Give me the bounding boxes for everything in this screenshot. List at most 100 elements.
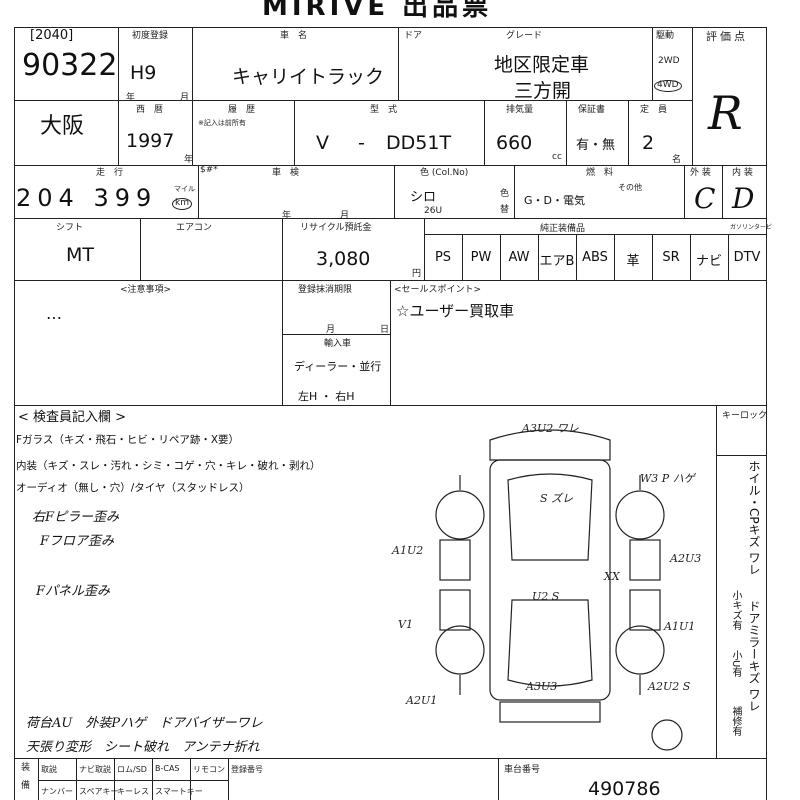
color: シロ xyxy=(410,190,437,205)
inspector-title: < 検査員記入欄 > xyxy=(18,410,127,425)
color-change-1: 色 xyxy=(500,189,510,199)
hand-note-2: Fフロア歪み xyxy=(40,534,115,549)
color-no: 26U xyxy=(424,206,443,216)
import-label: 輸入車 xyxy=(324,339,352,349)
warranty-label: 保証書 xyxy=(578,105,606,115)
inspection-month: 月 xyxy=(340,211,350,221)
mark-xx: XX xyxy=(604,570,620,583)
mile-unit: マイル xyxy=(174,185,195,193)
side-legend-5: 補修有 xyxy=(730,706,741,736)
interior-label: 内 装 xyxy=(732,168,753,178)
shift-label: シフト xyxy=(56,223,84,233)
meter-label: $#* xyxy=(200,165,218,175)
chassis-number: 490786 xyxy=(588,778,661,800)
equipment-item: ABS xyxy=(582,250,608,265)
footer-item: キーレス xyxy=(117,787,149,796)
mileage-label: 走 行 xyxy=(96,168,124,178)
delete-month: 月 xyxy=(326,325,336,335)
fuel-label: 燃 料 xyxy=(586,168,614,178)
displacement: 660 xyxy=(496,132,533,154)
color-change-2: 替 xyxy=(500,205,510,215)
equipment-item: エアB xyxy=(539,254,575,269)
displacement-label: 排気量 xyxy=(506,105,534,115)
hand-note-1: 右Fピラー歪み xyxy=(32,510,120,525)
equipment-item: PS xyxy=(434,250,452,265)
lot-number: 90322 xyxy=(22,48,118,83)
grade-line-2: 三方開 xyxy=(514,80,572,102)
footer-item: ナンバー xyxy=(41,787,73,796)
grade-line-1: 地区限定車 xyxy=(494,54,590,76)
reg-era: H9 xyxy=(130,62,157,84)
model-code: DD51T xyxy=(386,132,452,154)
footer-item: リモコン xyxy=(193,765,225,774)
form-title: MIRIVE 出品票 xyxy=(262,0,493,22)
gasoline-label: ガソリンタービ xyxy=(730,224,773,231)
inspector-line-1: Fガラス（キズ・飛石・ヒビ・リペア跡・X要） xyxy=(16,434,240,446)
side-legend-3: 小キズ有 xyxy=(730,590,741,630)
delete-label: 登録抹消期限 xyxy=(298,285,353,295)
history-note: ※記入は前所有 xyxy=(198,119,246,127)
capacity-label: 定 員 xyxy=(640,105,668,115)
mark-s-zure: S ズレ xyxy=(540,492,574,505)
color-label: 色 (Col.No) xyxy=(420,168,469,178)
interior: D xyxy=(732,182,755,215)
equipment-item: AW xyxy=(508,250,530,265)
model-dash: - xyxy=(358,132,365,154)
score-label: 評価点 xyxy=(706,30,748,43)
footer-item: 取説 xyxy=(41,765,57,774)
side-legend-4: 小U有 xyxy=(730,650,741,678)
history-label: 履 歴 xyxy=(228,105,256,115)
footer-item: B-CAS xyxy=(155,764,180,773)
yen-unit: 円 xyxy=(412,269,422,279)
footer-item: ナビ取説 xyxy=(79,765,111,774)
west-year-mark: 年 xyxy=(184,155,194,165)
sales-label: <セールスポイント> xyxy=(394,285,482,295)
vehicle-diagram xyxy=(435,429,665,723)
hand-note-3: Fパネル歪み xyxy=(36,584,111,599)
key-lock-label: キーロック xyxy=(722,411,768,421)
model-prefix: V xyxy=(316,132,329,154)
west-year: 1997 xyxy=(126,130,175,152)
car-name: キャリイトラック xyxy=(232,66,385,88)
location: 大阪 xyxy=(40,114,85,139)
door-label: ドア xyxy=(404,31,423,41)
lot-code: [2040] xyxy=(30,28,74,43)
bottom-note-1: 荷台AU 外装Pハゲ ドアバイザーワレ xyxy=(26,716,263,731)
reg-year-mark: 年 xyxy=(126,93,136,103)
inspection-year: 年 xyxy=(282,211,292,221)
car-name-label: 車 名 xyxy=(280,31,308,41)
footer-item: 登録番号 xyxy=(231,765,263,774)
mark-w3-p: W3 P ハゲ xyxy=(640,472,695,485)
drive-4wd: 4WD xyxy=(654,80,682,92)
km-unit: km xyxy=(172,198,192,210)
grade-label: グレード xyxy=(506,31,543,41)
mark-a3u3: A3U3 xyxy=(526,680,558,693)
import-type: ディーラー・並行 xyxy=(294,360,382,373)
equipment-label: 純正装備品 xyxy=(540,224,586,234)
side-legend-2: ドアミラーキズ ワレ xyxy=(747,600,761,712)
fuel-other: その他 xyxy=(618,183,642,192)
mark-a2u1: A2U1 xyxy=(406,694,438,707)
capacity: 2 xyxy=(642,132,655,154)
bottom-note-2: 天張り変形 シート破れ アンテナ折れ xyxy=(26,740,260,755)
mark-a2u2: A2U2 S xyxy=(648,680,691,693)
footer-equip-label: 装 備 xyxy=(19,762,29,789)
chassis-label: 車台番号 xyxy=(504,765,541,775)
recycle-label: リサイクル預託金 xyxy=(300,223,372,233)
west-label: 西 暦 xyxy=(136,105,164,115)
mark-v1: V1 xyxy=(398,618,413,631)
model-label: 型 式 xyxy=(370,105,398,115)
footer-item: スペアキー xyxy=(79,787,119,796)
sales-point: ☆ユーザー買取車 xyxy=(396,302,515,320)
mark-u2-s: U2 S xyxy=(532,590,560,603)
drive-2wd: 2WD xyxy=(658,56,680,66)
drive-label: 駆動 xyxy=(656,31,675,41)
inspection-label: 車 検 xyxy=(272,168,300,178)
mark-a1u1: A1U1 xyxy=(664,620,696,633)
shift: MT xyxy=(66,244,94,266)
notes-label: <注意事項> xyxy=(120,285,172,295)
inspector-line-3: オーディオ（無し・穴）/タイヤ（スタッドレス） xyxy=(16,482,250,494)
mark-a3u2: A3U2 ワレ xyxy=(522,422,579,435)
score-value: R xyxy=(708,86,743,140)
delete-day: 日 xyxy=(380,325,390,335)
